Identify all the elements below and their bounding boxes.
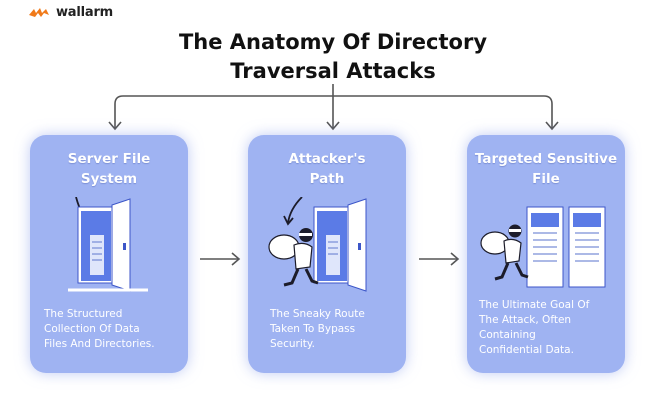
card-title-line: Path [309, 171, 345, 187]
card-description-line: Security. [270, 338, 315, 350]
wallarm-logo-icon [29, 7, 49, 17]
card-title: Server File System [30, 149, 188, 189]
card-description-line: Taken To Bypass [270, 323, 356, 335]
flow-arrow-right-icon [419, 252, 460, 266]
wallarm-logo: wallarm [28, 5, 113, 20]
card-title-line: File [532, 171, 560, 187]
title-line-1: The Anatomy Of Directory [178, 30, 488, 54]
card-title-line: Server File [67, 151, 151, 167]
thief-near-servers-icon [480, 206, 606, 288]
card-description: The Ultimate Goal Of The Attack, Often C… [479, 298, 615, 358]
title-line-2: Traversal Attacks [230, 59, 436, 83]
card-description-line: The Sneaky Route [270, 308, 365, 320]
brand-name: wallarm [56, 5, 114, 20]
flow-arrow-right-icon [200, 252, 241, 266]
card-description-line: Containing [479, 329, 536, 341]
card-description-line: The Ultimate Goal Of [479, 299, 590, 311]
card-title-line: System [80, 171, 138, 187]
card-title: Targeted Sensitive File [467, 149, 625, 189]
card-description-line: The Attack, Often [479, 314, 572, 326]
card-description: The Structured Collection Of Data Files … [44, 307, 180, 352]
card-server-file-system: Server File System The Structured Collec… [30, 135, 188, 373]
card-title-line: Targeted Sensitive [474, 151, 618, 167]
card-attackers-path: Attacker's Path The Sneaky Route Taken T… [248, 135, 406, 373]
open-door-with-file-icon [68, 197, 148, 292]
card-description-line: The Structured [44, 308, 123, 320]
card-targeted-sensitive-file: Targeted Sensitive File The Ultimate Goa… [467, 135, 625, 373]
card-description: The Sneaky Route Taken To Bypass Securit… [270, 307, 406, 352]
card-title: Attacker's Path [248, 149, 406, 189]
thief-running-from-door-icon [268, 197, 367, 292]
card-description-line: Files And Directories. [44, 338, 155, 350]
card-description-line: Collection Of Data [44, 323, 140, 335]
diagram-title: The Anatomy Of Directory Traversal Attac… [0, 28, 666, 86]
card-description-line: Confidential Data. [479, 344, 574, 356]
card-title-line: Attacker's [288, 151, 366, 167]
